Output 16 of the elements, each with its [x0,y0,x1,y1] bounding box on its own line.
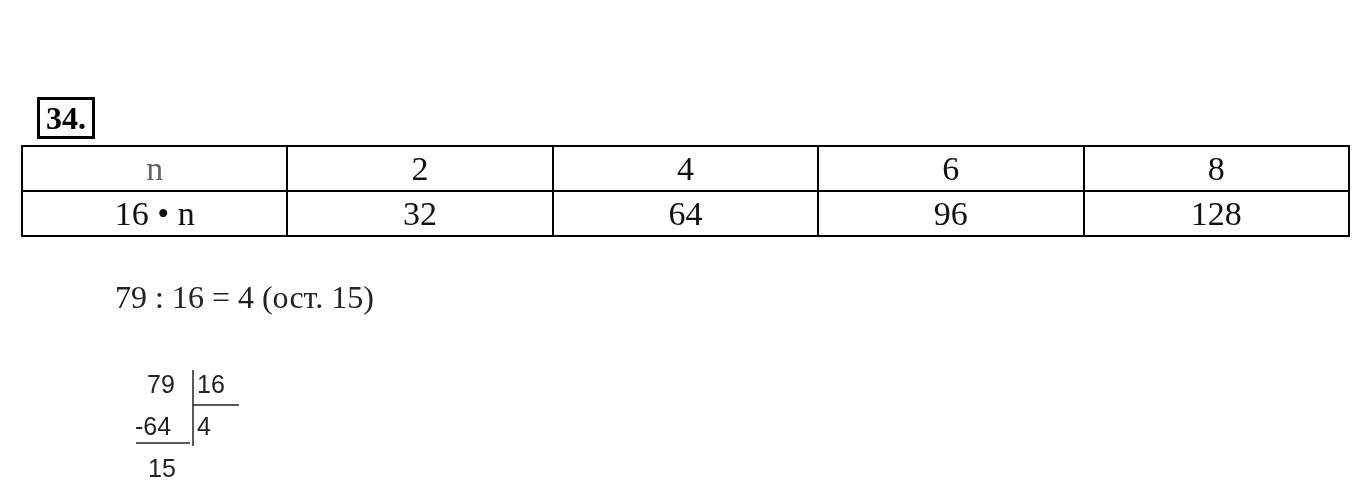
remainder: 15 [148,453,176,483]
product-value: 128 [1190,194,1242,232]
row-heading: n [146,149,164,187]
product-value: 32 [403,194,438,232]
n-value: 2 [411,149,429,187]
n-value: 8 [1207,149,1225,187]
row-heading: 16 • n [114,194,195,232]
quotient: 4 [197,411,211,441]
n-value: 6 [942,149,960,187]
dividend: 79 [147,369,175,399]
n-value: 4 [676,149,694,187]
product-value: 96 [933,194,968,232]
product-value: 64 [668,194,703,232]
divisor: 16 [197,369,225,399]
subtrahend: -64 [135,411,172,441]
exercise-number: 34. [37,97,95,139]
